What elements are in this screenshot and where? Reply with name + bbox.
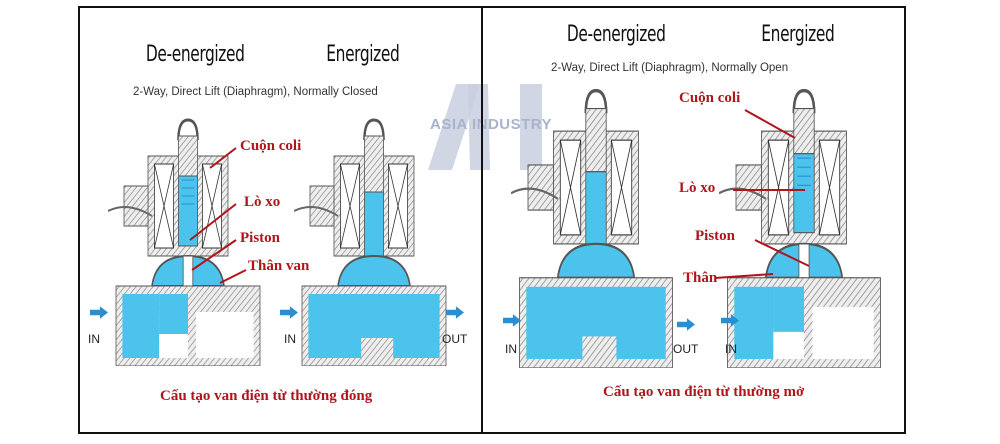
label-pointers — [189, 147, 247, 284]
label-body: Thân van — [248, 258, 310, 274]
inlet-arrow-icon — [90, 306, 108, 319]
label-pointers — [714, 109, 810, 279]
inlet-label: IN — [505, 342, 517, 356]
caption: Cấu tạo van điện từ thường đóng — [160, 388, 373, 404]
watermark-text: ASIA INDUSTRY — [430, 116, 553, 133]
outlet-label: OUT — [673, 342, 699, 356]
inlet-arrow-icon — [280, 306, 298, 319]
title-deenergized: De-energized — [145, 42, 245, 67]
inlet-arrow-icon — [721, 314, 739, 327]
inlet-label: IN — [284, 332, 296, 346]
watermark-logo-icon — [428, 84, 542, 170]
outlet-arrow-icon — [677, 318, 695, 331]
title-energized: Energized — [761, 22, 835, 47]
title-energized: Energized — [326, 42, 400, 67]
inlet-label: IN — [725, 342, 737, 356]
inlet-arrow-icon — [503, 314, 521, 327]
caption: Cấu tạo van điện từ thường mở — [603, 384, 805, 400]
label-spring: Lò xo — [679, 180, 716, 196]
normally-closed-panel: De-energized Energized 2-Way, Direct Lif… — [78, 6, 483, 434]
outlet-label: OUT — [442, 332, 468, 346]
label-piston: Piston — [240, 230, 281, 246]
label-coil: Cuộn coli — [240, 138, 302, 154]
label-coil: Cuộn coli — [679, 90, 741, 106]
title-deenergized: De-energized — [566, 22, 666, 47]
inlet-label: IN — [88, 332, 100, 346]
label-spring: Lò xo — [244, 194, 281, 210]
valve-subtitle: 2-Way, Direct Lift (Diaphragm), Normally… — [133, 86, 378, 98]
outlet-arrow-icon — [446, 306, 464, 319]
valve-subtitle: 2-Way, Direct Lift (Diaphragm), Normally… — [551, 62, 789, 74]
label-piston: Piston — [695, 228, 736, 244]
label-body: Thân — [683, 270, 718, 286]
normally-open-panel: De-energized Energized 2-Way, Direct Lif… — [481, 6, 906, 434]
